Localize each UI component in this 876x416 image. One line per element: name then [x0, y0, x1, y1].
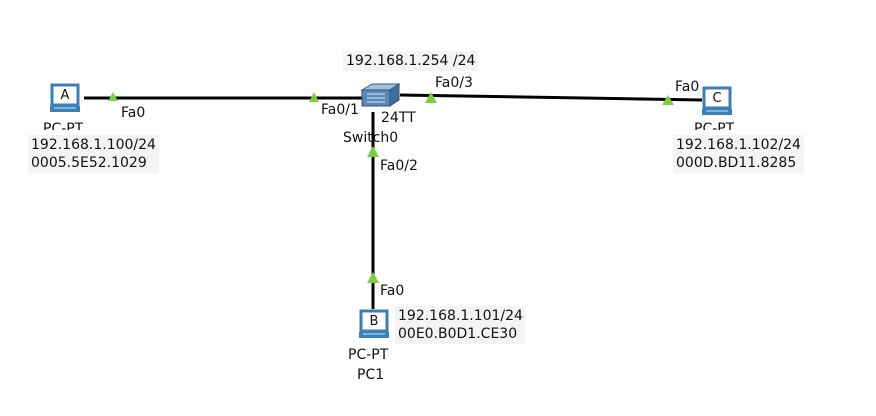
pc-c-type-label: PC-PT	[694, 121, 735, 130]
link-up-indicator	[309, 92, 319, 102]
port-label-b-fa0: Fa0	[380, 283, 405, 299]
pc-b-icon[interactable]: B	[357, 309, 391, 341]
link-up-indicator	[367, 272, 379, 283]
pc-a-ip: 192.168.1.100/24	[31, 137, 156, 153]
computer-icon	[359, 309, 389, 338]
pc-b-letter: B	[369, 314, 379, 329]
port-label-c-fa0: Fa0	[675, 79, 700, 95]
switch-name-label: Switch0	[343, 130, 399, 146]
switch-ip-label: 192.168.1.254 /24	[343, 51, 479, 71]
port-label-switch-fa0-3: Fa0/3	[435, 75, 473, 91]
switch-model-label: 24TT	[381, 110, 416, 126]
pc-b-info: 192.168.1.101/24 00E0.B0D1.CE30	[395, 306, 526, 344]
pc-b-ip: 192.168.1.101/24	[398, 308, 523, 324]
link-up-indicator	[367, 146, 379, 157]
pc-c-letter: C	[712, 91, 722, 106]
pc-c-icon[interactable]: C	[700, 86, 734, 118]
pc-b-type-label: PC-PT	[348, 347, 389, 363]
port-label-switch-fa0-1: Fa0/1	[321, 102, 359, 118]
switch-icon[interactable]	[360, 83, 401, 107]
pc-a-type-label: PC-PT	[43, 121, 84, 130]
pc-b-mac: 00E0.B0D1.CE30	[398, 326, 518, 342]
pc-a-info: 192.168.1.100/24 0005.5E52.1029	[28, 135, 159, 173]
pc-c-ip: 192.168.1.102/24	[676, 137, 801, 153]
pc-b-name-label: PC1	[357, 367, 385, 383]
port-label-a-fa0: Fa0	[121, 105, 146, 121]
link-up-indicator	[108, 92, 118, 101]
computer-icon	[50, 83, 80, 112]
link-switch-c[interactable]	[399, 93, 703, 102]
pc-a-mac: 0005.5E52.1029	[31, 155, 147, 171]
pc-a-icon[interactable]: A	[48, 83, 82, 115]
pc-a-letter: A	[60, 88, 70, 103]
link-up-indicator	[662, 95, 674, 105]
pc-c-info: 192.168.1.102/24 000D.BD11.8285	[673, 135, 804, 173]
port-label-switch-fa0-2: Fa0/2	[380, 158, 418, 174]
pc-c-mac: 000D.BD11.8285	[676, 155, 797, 171]
link-up-indicator	[425, 92, 437, 103]
computer-icon	[702, 86, 732, 115]
